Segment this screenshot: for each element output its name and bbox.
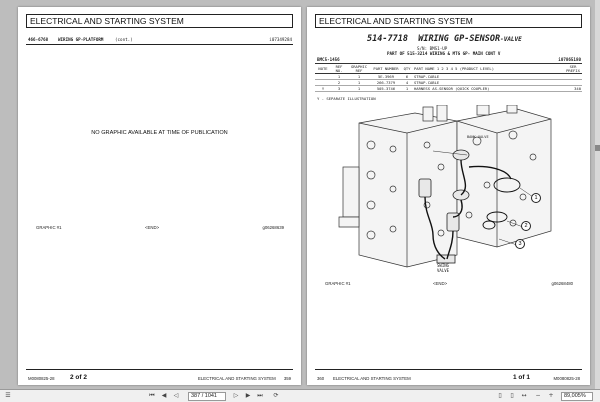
cell-part-name: STRAP-CABLE: [413, 79, 564, 86]
part-title: WIRING GP-SENSOR: [418, 34, 501, 44]
col-part-number: PART NUMBER: [371, 63, 401, 74]
cell-graphic: 1: [347, 85, 371, 92]
page-of: 2 of 2: [70, 374, 87, 381]
table-footnote: Y - SEPARATE ILLUSTRATION: [317, 96, 376, 101]
col-note: NOTE: [315, 63, 331, 74]
forward-icon[interactable]: ▷: [233, 392, 239, 399]
graphic-label: GRAPHIC #1: [325, 281, 351, 286]
callout-2: 2: [521, 221, 531, 231]
cell-part-number: 5E-3969: [371, 73, 401, 80]
next-page-icon[interactable]: ▶: [245, 392, 251, 399]
part-number: 466-6768: [28, 37, 49, 42]
table-row: 1 1 5E-3969 6 STRAP-CABLE: [315, 73, 582, 80]
previous-page-icon[interactable]: ◀: [161, 392, 167, 399]
part-cont: (cont.): [115, 37, 133, 42]
cable-straps: [482, 177, 521, 230]
scrollbar-thumb[interactable]: [595, 145, 600, 151]
part-suffix: -VALVE: [500, 36, 522, 43]
cell-graphic: 1: [347, 79, 371, 86]
zoom-out-icon[interactable]: −: [535, 392, 541, 399]
cell-note: [315, 73, 331, 80]
divider: [26, 44, 293, 45]
callout-3: 3: [515, 239, 525, 249]
page-number: 360: [317, 376, 325, 381]
leader-lines: [432, 150, 534, 246]
table-row: Y 3 1 505-3746 1 HARNESS AS-SENSOR (QUIC…: [315, 85, 582, 92]
end-label: <END>: [433, 281, 448, 286]
harness-wires: [424, 159, 512, 260]
document-viewer[interactable]: ELECTRICAL AND STARTING SYSTEM 466-6768 …: [0, 0, 600, 390]
footer-divider: [26, 369, 293, 370]
page-of: 1 of 1: [513, 374, 530, 381]
serial-range: S/N: BMS1-UP: [417, 46, 448, 51]
no-graphic-notice: NO GRAPHIC AVAILABLE AT TIME OF PUBLICAT…: [91, 130, 228, 136]
cell-qty: 4: [401, 79, 413, 86]
cell-ser-prefix: 340: [564, 85, 582, 92]
cell-note: Y: [315, 85, 331, 92]
doc-code: M0080825-28: [28, 376, 55, 381]
two-page-view-icon[interactable]: ▯: [510, 392, 514, 399]
graphic-label: GRAPHIC #1: [36, 225, 62, 230]
col-ser-prefix: SER PREFIX: [564, 63, 582, 74]
callout-1: 1: [531, 193, 541, 203]
cell-graphic: 1: [347, 73, 371, 80]
col-ref: REF NO.: [331, 63, 347, 74]
last-page-icon[interactable]: ⏭: [257, 392, 263, 399]
end-label: <END>: [145, 225, 160, 230]
doc-code: M0080825-28: [553, 376, 580, 381]
part-title-line: 514-7718 WIRING GP-SENSOR-VALVE: [367, 34, 522, 44]
cell-ser-prefix: [564, 79, 582, 86]
graphic-id: g06268639: [262, 225, 284, 230]
reference-number: i07349284: [269, 37, 292, 42]
bank-valve-label: BANK VALVE: [467, 135, 489, 139]
footer-divider: [315, 369, 582, 370]
footer-section: ELECTRICAL AND STARTING SYSTEM: [198, 376, 276, 381]
cell-qty: 1: [401, 85, 413, 92]
page-number-input[interactable]: 387 / 1041: [188, 392, 226, 401]
single-page-view-icon[interactable]: ▯: [498, 392, 502, 399]
sensor-connectors: [418, 149, 470, 264]
sidebar-toggle-icon[interactable]: ☰: [5, 392, 11, 399]
fit-width-icon[interactable]: ↔: [521, 392, 527, 399]
cell-ref: 2: [331, 79, 347, 86]
back-icon[interactable]: ◁: [173, 392, 179, 399]
page-header: ELECTRICAL AND STARTING SYSTEM: [315, 14, 582, 28]
pdf-page-left: ELECTRICAL AND STARTING SYSTEM 466-6768 …: [18, 7, 301, 385]
cell-ser-prefix: [564, 73, 582, 80]
cell-qty: 6: [401, 73, 413, 80]
cell-part-number: 266-7379: [371, 79, 401, 86]
cell-ref: 3: [331, 85, 347, 92]
serial-label: BMC5-1456: [317, 57, 340, 62]
reference-number: i07865180: [558, 57, 581, 62]
first-page-icon[interactable]: ⏮: [149, 392, 155, 399]
cell-part-name: STRAP-CABLE: [413, 73, 564, 80]
cell-part-number: 505-3746: [371, 85, 401, 92]
swing-valve-label: SWING VALVE: [437, 263, 450, 273]
zoom-in-icon[interactable]: +: [548, 392, 554, 399]
part-of-line: PART OF 515-3214 WIRING & MTG GP- MAIN C…: [387, 51, 501, 56]
rotate-icon[interactable]: ⟳: [273, 392, 279, 399]
vertical-scrollbar[interactable]: [595, 0, 600, 389]
footer-section: ELECTRICAL AND STARTING SYSTEM: [333, 376, 411, 381]
table-row: 2 1 266-7379 4 STRAP-CABLE: [315, 79, 582, 86]
viewer-toolbar: ☰ ⏮ ◀ ◁ 387 / 1041 ▷ ▶ ⏭ ⟳ ▯ ▯ ↔ − + 89,…: [0, 389, 600, 402]
col-qty: QTY: [401, 63, 413, 74]
graphic-id: g06268480: [551, 281, 573, 286]
col-part-name: PART NAME 1 2 3 4 5 (PRODUCT LEVEL): [413, 63, 564, 74]
parts-table: NOTE REF NO. GRAPHIC REF PART NUMBER QTY…: [315, 63, 582, 92]
col-graphic: GRAPHIC REF: [347, 63, 371, 74]
cell-part-name: HARNESS AS-SENSOR (QUICK COUPLER): [413, 85, 564, 92]
cell-note: [315, 79, 331, 86]
part-number: 514-7718: [367, 34, 408, 44]
valve-wiring-diagram: [338, 105, 552, 268]
pdf-page-right: ELECTRICAL AND STARTING SYSTEM 514-7718 …: [307, 7, 590, 385]
page-number: 359: [283, 376, 291, 381]
page-header: ELECTRICAL AND STARTING SYSTEM: [26, 14, 293, 28]
part-title: WIRING GP-PLATFORM: [58, 37, 104, 42]
cell-ref: 1: [331, 73, 347, 80]
zoom-level-input[interactable]: 89,005%: [561, 392, 593, 401]
